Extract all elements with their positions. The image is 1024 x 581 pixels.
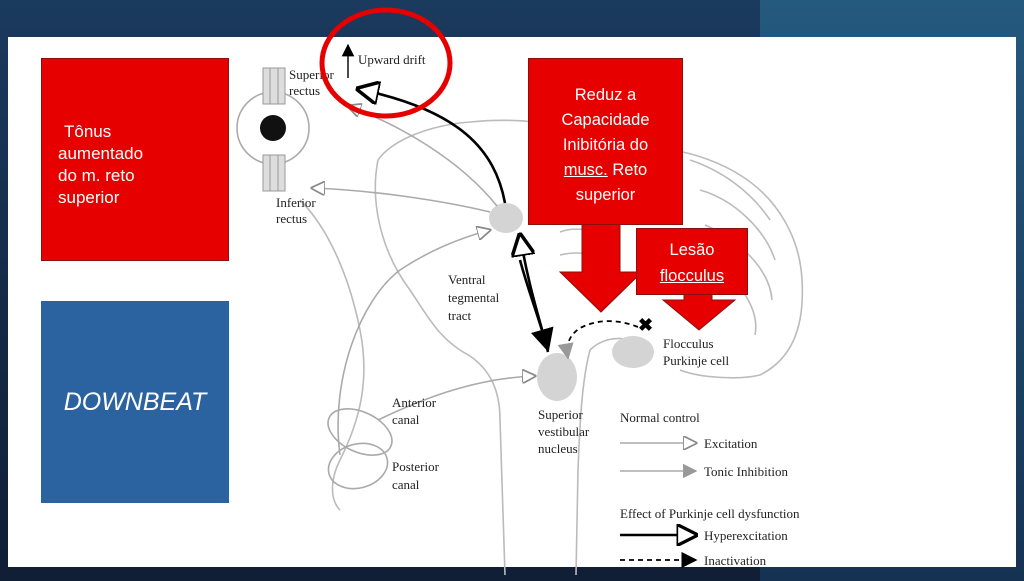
label-anterior-canal-2: canal (392, 412, 420, 427)
reduz-line-4: musc. Reto (529, 158, 682, 183)
reduz-line-3: Inibitória do (562, 136, 649, 154)
svg-text:✖: ✖ (638, 315, 653, 335)
label-upward-drift: Upward drift (358, 52, 426, 67)
red-arrow-left (558, 223, 644, 313)
label-inferior-rectus-2: rectus (276, 211, 307, 226)
inactivation-pathway: ✖ (557, 315, 653, 360)
upward-drift-highlight-circle (319, 7, 453, 119)
reduz-line-1: Reduz a (574, 86, 637, 104)
label-posterior-canal-2: canal (392, 477, 420, 492)
label-posterior-canal-1: Posterior (392, 459, 440, 474)
label-flocculus-1: Flocculus (663, 336, 714, 351)
legend-excitation: Excitation (704, 436, 758, 451)
tonus-line-4: superior (58, 188, 120, 207)
lesao-box: Lesão flocculus (636, 228, 748, 295)
red-arrows (558, 223, 737, 331)
oculomotor-nucleus (489, 203, 523, 233)
tonus-line-1: Tônus (64, 122, 112, 141)
tonus-box: Tônus aumentado do m. reto superior (41, 58, 229, 261)
label-inferior-rectus-1: Inferior (276, 195, 316, 210)
reduz-line-2: Capacidade (561, 111, 650, 129)
hyperexcitation-pathways (358, 89, 554, 353)
reduz-line-5: superior (575, 186, 636, 204)
legend-inactivation: Inactivation (704, 553, 767, 568)
label-vtt-1: Ventral (448, 272, 486, 287)
label-flocculus-2: Purkinje cell (663, 353, 729, 368)
legend-dysfunction-title: Effect of Purkinje cell dysfunction (620, 506, 800, 521)
semicircular-canals (327, 408, 393, 490)
legend-tonic-inhibition: Tonic Inhibition (704, 464, 788, 479)
label-superior-rectus-2: rectus (289, 83, 320, 98)
label-svn-1: Superior (538, 407, 583, 422)
label-svn-2: vestibular (538, 424, 590, 439)
tonus-line-2: aumentado (58, 144, 144, 163)
legend: Normal control Excitation Tonic Inhibiti… (620, 410, 800, 569)
reduz-box: Reduz a Capacidade Inibitória do musc. R… (528, 58, 683, 225)
legend-hyperexcitation: Hyperexcitation (704, 528, 788, 543)
lesao-line-2: flocculus (659, 267, 725, 285)
downbeat-label: DOWNBEAT (63, 387, 207, 416)
reduz-musc: musc. (563, 161, 608, 179)
reduz-reto: Reto (607, 161, 648, 179)
superior-vestibular-nucleus-shape (537, 353, 577, 401)
legend-normal-title: Normal control (620, 410, 700, 425)
tonus-line-3: do m. reto (58, 166, 135, 185)
label-vtt-3: tract (448, 308, 471, 323)
label-anterior-canal-1: Anterior (392, 395, 437, 410)
eye-illustration (236, 67, 310, 192)
red-arrow-right (661, 293, 737, 331)
lesao-line-1: Lesão (669, 241, 715, 259)
label-svn-3: nucleus (538, 441, 578, 456)
label-vtt-2: tegmental (448, 290, 500, 305)
flocculus-shape (612, 336, 654, 368)
downbeat-box: DOWNBEAT (41, 301, 229, 503)
